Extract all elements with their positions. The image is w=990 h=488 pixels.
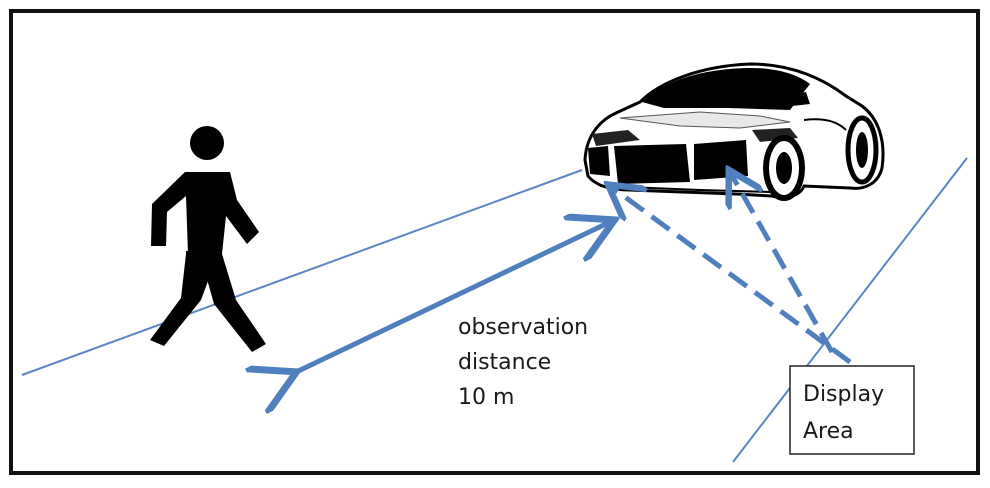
observation-distance-arrow — [292, 222, 610, 374]
display-area-label-line2: Area — [803, 419, 854, 444]
sight-line-arrow-1 — [610, 186, 852, 365]
display-area-label-line1: Display — [803, 382, 884, 407]
display-area-box — [789, 365, 915, 455]
sight-line-arrow-2 — [730, 172, 835, 354]
observation-label-line2: distance — [458, 350, 551, 375]
observation-label-line3: 10 m — [458, 385, 514, 410]
road-line-right — [732, 157, 968, 463]
observation-label-line1: observation — [458, 315, 588, 340]
